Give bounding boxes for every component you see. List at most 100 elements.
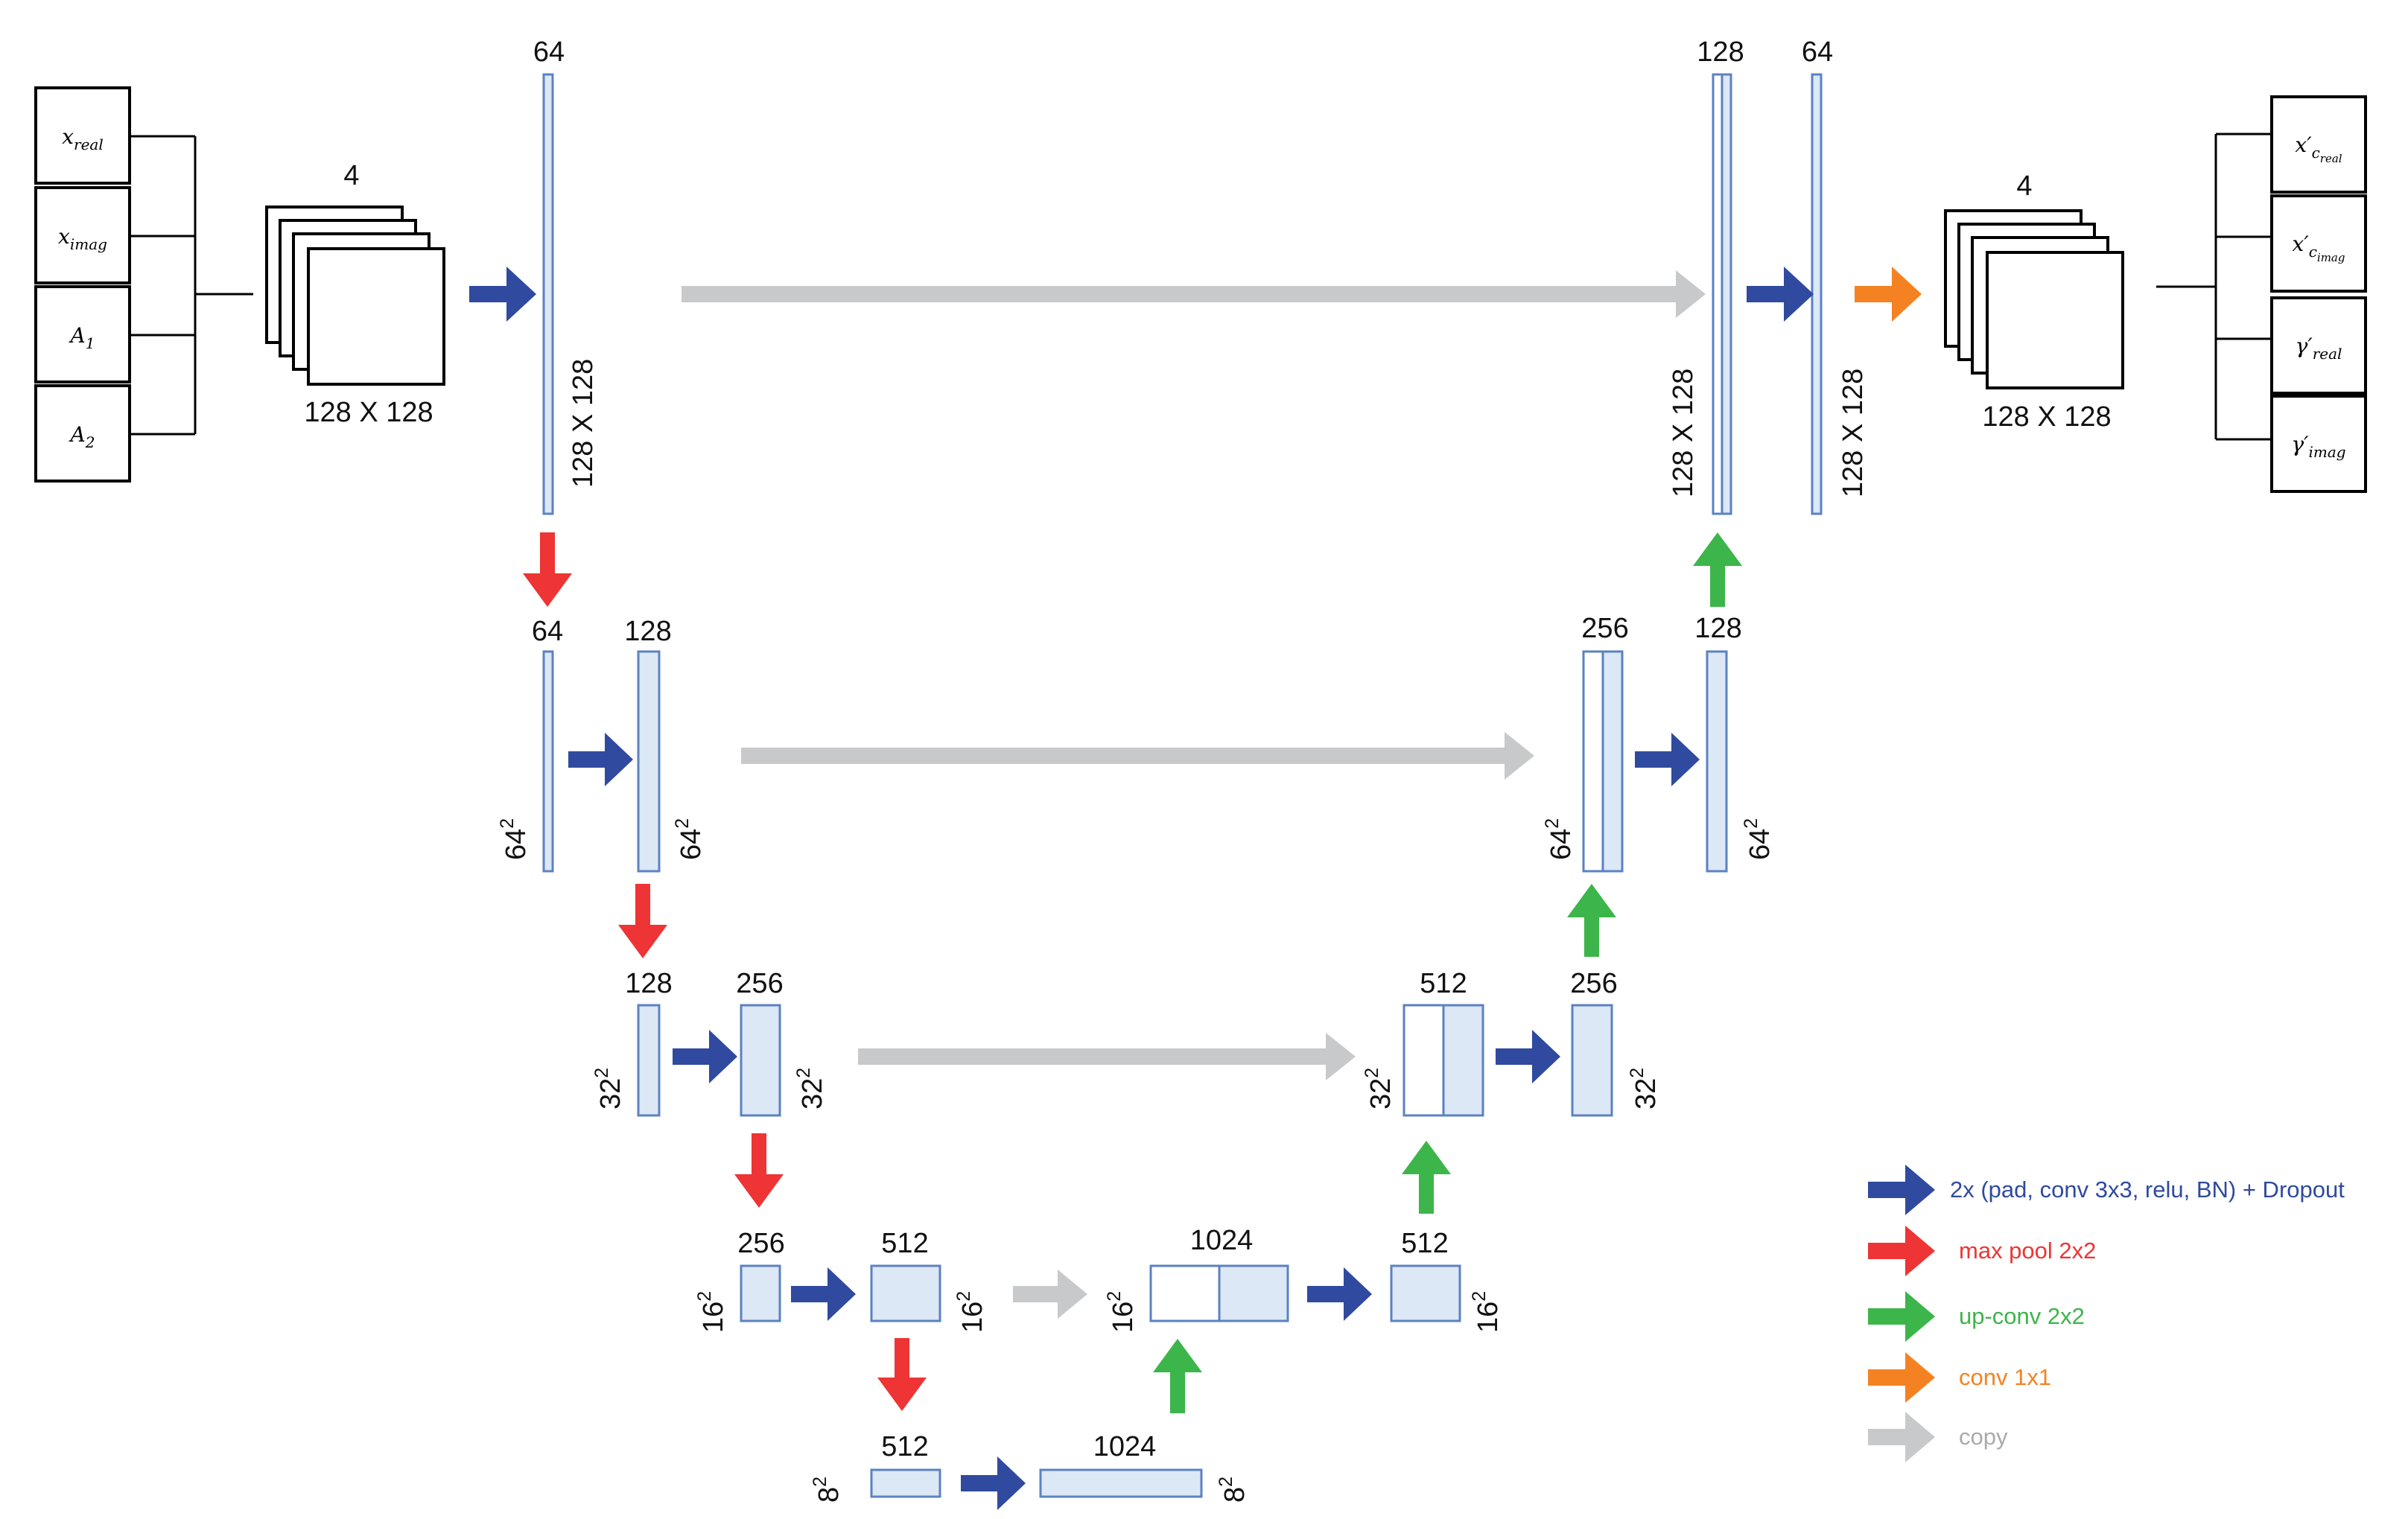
dec3-copy-map — [1402, 1004, 1445, 1117]
conv-arrow — [1496, 1030, 1560, 1083]
conv-arrows — [469, 267, 1814, 1510]
legend-item: copy — [1868, 1412, 2008, 1462]
copy-arrow-level2 — [741, 732, 1534, 780]
size-label: 642 — [1542, 818, 1577, 860]
legend-label: max pool 2x2 — [1959, 1238, 2096, 1264]
enc3-conv-channel-label: 256 — [736, 968, 783, 999]
enc3-conv-map — [740, 1004, 781, 1117]
pool-arrow — [523, 532, 572, 607]
orange-arrow-icon — [1868, 1352, 1935, 1403]
bottleneck-pool-channel-label: 512 — [881, 1431, 928, 1462]
pool-arrows — [523, 532, 927, 1411]
output-feature-stack — [1944, 209, 2124, 389]
legend-label: copy — [1959, 1424, 2008, 1450]
enc2-conv-channel-label: 128 — [624, 616, 671, 647]
dec2-concat-channel-label: 256 — [1581, 613, 1628, 644]
dec1-copy-map — [1712, 73, 1724, 515]
upconv-arrow — [1693, 532, 1742, 607]
legend-label: up-conv 2x2 — [1959, 1303, 2085, 1329]
input-bracket — [130, 135, 253, 436]
size-label: 82 — [810, 1477, 845, 1503]
input-box-0: xreal — [34, 86, 131, 185]
conv-arrow — [791, 1267, 856, 1321]
dec2-conv-map — [1706, 650, 1728, 873]
enc1-channel-label: 64 — [533, 36, 565, 68]
conv-arrow — [1747, 267, 1814, 322]
conv-arrow — [469, 267, 536, 322]
dec4-conv-map — [1390, 1264, 1461, 1322]
size-label: 322 — [1362, 1068, 1397, 1109]
output-group: x′creal x′cimag γ′real γ′imag — [2270, 95, 2367, 493]
input-box-2: A1 — [34, 285, 131, 383]
size-label: 642 — [1741, 818, 1776, 860]
dec4-up-map — [1218, 1264, 1289, 1322]
input-box-1: ximag — [34, 186, 131, 284]
output-box-0: x′creal — [2270, 95, 2367, 194]
dec1-size-label: 128 X 128 — [1837, 369, 1869, 497]
output-variable-label: γ′real — [2296, 334, 2342, 363]
conv-arrow — [1307, 1267, 1372, 1321]
upconv-arrow — [1402, 1141, 1451, 1214]
size-label: 162 — [694, 1291, 729, 1333]
dec2-up-map — [1601, 650, 1624, 873]
conv-arrow — [673, 1030, 737, 1083]
legend-item: max pool 2x2 — [1868, 1226, 2096, 1276]
dec3-up-map — [1442, 1004, 1484, 1117]
legend-item: conv 1x1 — [1868, 1352, 2051, 1403]
size-label: 322 — [1627, 1068, 1662, 1109]
input-size-label: 128 X 128 — [304, 397, 433, 428]
red-arrow-icon — [1868, 1226, 1935, 1276]
output-box-2: γ′real — [2270, 296, 2367, 395]
dec3-concat-channel-label: 512 — [1420, 968, 1467, 999]
feature-maps — [542, 73, 1823, 1498]
size-label: 642 — [497, 818, 532, 860]
pool-arrow — [618, 884, 667, 958]
upconv-arrow — [1567, 884, 1616, 957]
enc4-pool-channel-label: 256 — [737, 1228, 784, 1259]
size-label: 82 — [1216, 1477, 1251, 1503]
dec2-copy-map — [1582, 650, 1604, 873]
size-label: 642 — [672, 818, 707, 860]
legend-item: 2x (pad, conv 3x3, relu, BN) + Dropout — [1868, 1165, 2345, 1215]
pool-arrow — [734, 1133, 784, 1208]
upconv-arrows — [1153, 532, 1742, 1413]
green-arrow-icon — [1868, 1291, 1935, 1342]
conv-arrow — [568, 733, 633, 786]
dec1-channel-label: 64 — [1802, 36, 1833, 68]
size-label: 322 — [793, 1068, 828, 1109]
input-variable-label: A2 — [69, 422, 95, 451]
input-feature-stack — [265, 206, 445, 386]
output-box-3: γ′imag — [2270, 395, 2367, 493]
output-variable-label: x′cimag — [2293, 232, 2345, 264]
size-label: 162 — [1469, 1291, 1504, 1333]
dec1-concat-size-label: 128 X 128 — [1668, 369, 1699, 497]
dec4-copy-map — [1149, 1264, 1221, 1322]
input-variable-label: A1 — [69, 323, 95, 352]
legend-label: 2x (pad, conv 3x3, relu, BN) + Dropout — [1950, 1176, 2345, 1203]
conv1x1-arrow — [1855, 267, 1922, 322]
gray-arrow-icon — [1868, 1412, 1935, 1462]
input-channels-label: 4 — [343, 160, 359, 191]
enc3-pool-channel-label: 128 — [625, 968, 672, 999]
enc4-conv-channel-label: 512 — [881, 1228, 928, 1259]
legend-item: up-conv 2x2 — [1868, 1291, 2085, 1342]
dec3-conv-map — [1571, 1004, 1613, 1117]
output-box-1: x′cimag — [2270, 194, 2367, 293]
dec1-up-map — [1721, 73, 1732, 515]
size-label: 162 — [1104, 1291, 1139, 1333]
output-size-label: 128 X 128 — [1982, 401, 2111, 433]
bottleneck-pool-map — [870, 1468, 941, 1498]
enc1-map — [542, 73, 554, 515]
legend: 2x (pad, conv 3x3, relu, BN) + Dropout ma… — [1868, 1165, 2345, 1462]
copy-arrows — [682, 270, 1706, 1319]
output-bracket — [2156, 133, 2275, 441]
input-box-3: A2 — [34, 384, 131, 483]
dimension-labels: 64 128 X 128 128 128 X 128 64 128 X 128 … — [532, 36, 1869, 1462]
dec4-channel-label: 512 — [1401, 1228, 1448, 1259]
legend-label: conv 1x1 — [1959, 1364, 2051, 1390]
dec3-channel-label: 256 — [1570, 968, 1617, 999]
input-variable-label: ximag — [58, 224, 107, 253]
